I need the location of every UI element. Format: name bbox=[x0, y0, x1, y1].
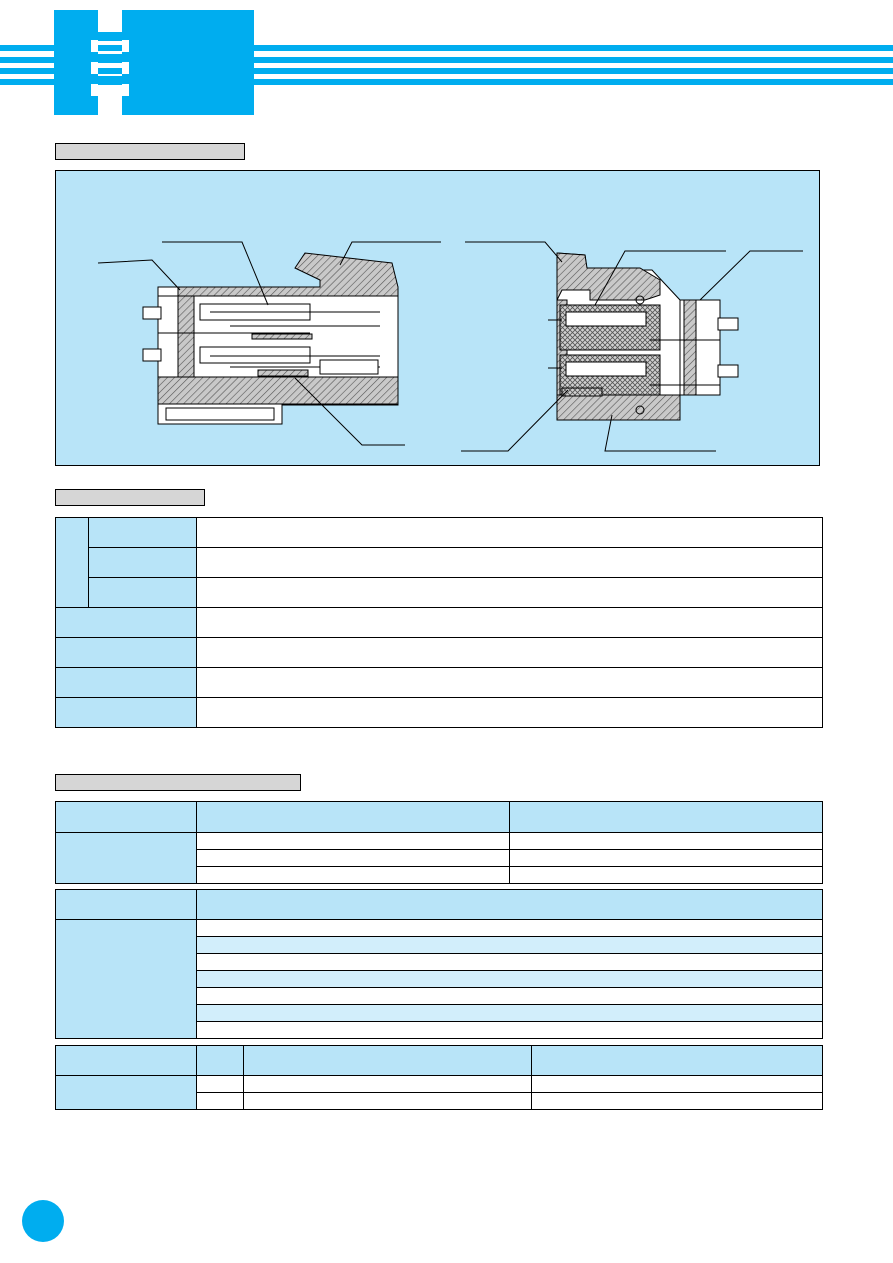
header-stripe bbox=[0, 68, 893, 74]
row-header-cell bbox=[55, 919, 197, 1039]
connector-logo-icon bbox=[54, 10, 254, 115]
header-cell bbox=[55, 1045, 197, 1076]
leader-lines bbox=[97, 241, 803, 452]
header-cell bbox=[196, 1045, 244, 1076]
value-cell bbox=[196, 832, 510, 850]
value-cell bbox=[196, 637, 823, 668]
table-row bbox=[56, 1092, 823, 1110]
table-row bbox=[55, 919, 823, 1039]
value-cell bbox=[196, 1021, 823, 1039]
value-cell bbox=[196, 547, 823, 578]
value-cell bbox=[196, 1004, 823, 1022]
row-header-cell bbox=[88, 517, 197, 548]
row-header-cell bbox=[55, 637, 197, 668]
table-row bbox=[55, 607, 823, 638]
table-row bbox=[56, 866, 823, 884]
value-cell bbox=[196, 970, 823, 988]
table-row bbox=[56, 547, 823, 578]
value-cell bbox=[196, 849, 510, 867]
value-cell bbox=[196, 987, 823, 1005]
value-cell bbox=[196, 919, 823, 937]
specifications-section-label bbox=[55, 774, 301, 791]
value-cell bbox=[196, 697, 823, 728]
row-header-cell bbox=[88, 547, 197, 578]
row-header-cell bbox=[55, 832, 197, 884]
value-cell bbox=[196, 953, 823, 971]
table-row bbox=[56, 1021, 823, 1039]
structure-diagram-panel bbox=[55, 170, 820, 466]
header-cell bbox=[531, 1045, 823, 1076]
structure-section-label bbox=[55, 143, 245, 160]
table-row bbox=[55, 832, 823, 884]
header-cell bbox=[196, 801, 510, 833]
value-cell bbox=[509, 849, 823, 867]
row-header-cell bbox=[55, 697, 197, 728]
materials-section-label bbox=[55, 489, 205, 506]
header-cell bbox=[509, 801, 823, 833]
spec-table-3 bbox=[55, 1045, 823, 1110]
row-header-cell bbox=[88, 577, 197, 608]
row-header-cell bbox=[55, 607, 197, 638]
table-row bbox=[55, 667, 823, 698]
header-stripe bbox=[0, 45, 893, 51]
value-cell bbox=[509, 866, 823, 884]
spec-table-2 bbox=[55, 889, 823, 1039]
value-cell bbox=[243, 1075, 532, 1093]
table-header-row bbox=[55, 801, 823, 833]
value-cell bbox=[509, 832, 823, 850]
header-cell bbox=[55, 889, 197, 920]
header-stripe bbox=[0, 57, 893, 63]
value-cell bbox=[196, 936, 823, 954]
table-row bbox=[55, 517, 823, 608]
value-cell bbox=[243, 1092, 532, 1110]
left-connector-drawing bbox=[142, 252, 399, 425]
table-header-row bbox=[55, 889, 823, 920]
value-cell bbox=[196, 517, 823, 548]
value-cell bbox=[196, 1092, 244, 1110]
page-number-circle-icon bbox=[22, 1200, 64, 1242]
row-header-cell bbox=[55, 667, 197, 698]
value-cell bbox=[196, 607, 823, 638]
table-header-row bbox=[55, 1045, 823, 1076]
spec-table-1 bbox=[55, 801, 823, 884]
materials-table bbox=[55, 517, 823, 728]
value-cell bbox=[196, 667, 823, 698]
value-cell bbox=[196, 1075, 244, 1093]
table-row bbox=[55, 697, 823, 728]
table-row bbox=[55, 1075, 823, 1110]
table-row bbox=[56, 970, 823, 988]
value-cell bbox=[531, 1075, 823, 1093]
header-stripe bbox=[0, 79, 893, 85]
value-cell bbox=[196, 577, 823, 608]
value-cell bbox=[531, 1092, 823, 1110]
connector-cross-section-diagram bbox=[97, 241, 803, 452]
right-connector-drawing bbox=[556, 252, 739, 421]
row-header-cell bbox=[55, 1075, 197, 1110]
table-row bbox=[56, 936, 823, 954]
group-header-cell bbox=[55, 517, 89, 608]
header-cell bbox=[55, 801, 197, 833]
table-row bbox=[55, 637, 823, 668]
header-cell bbox=[243, 1045, 532, 1076]
value-cell bbox=[196, 866, 510, 884]
table-row bbox=[56, 577, 823, 608]
header-cell bbox=[196, 889, 823, 920]
